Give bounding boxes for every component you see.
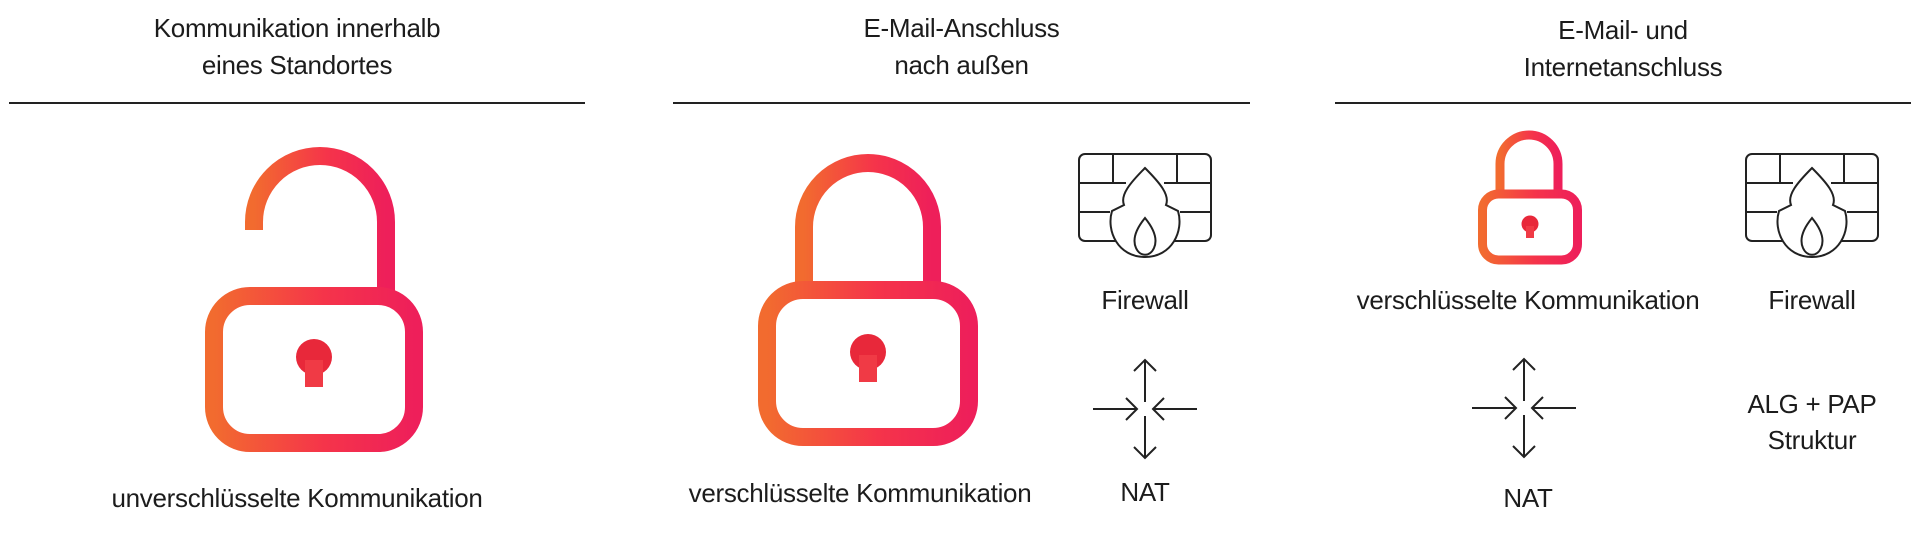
column-1-divider (9, 102, 585, 104)
nat-arrows-icon (1472, 357, 1576, 459)
title-line-1: E-Mail-Anschluss (863, 13, 1060, 43)
firewall-icon (1745, 153, 1879, 259)
column-2-divider (673, 102, 1250, 104)
label-encrypted-communication: verschlüsselte Kommunikation (1356, 285, 1700, 315)
title-line-1: Kommunikation innerhalb (153, 13, 441, 43)
title-line-2: Internetanschluss (1523, 52, 1723, 82)
label-firewall: Firewall (1101, 285, 1189, 315)
column-3-title: E-Mail- und Internetanschluss (1335, 12, 1911, 86)
column-1-title: Kommunikation innerhalb eines Standortes (9, 10, 585, 84)
label-line-1: ALG + PAP (1747, 389, 1877, 419)
label-firewall: Firewall (1768, 285, 1856, 315)
label-line-2: Struktur (1767, 425, 1857, 455)
unlocked-padlock-icon (205, 147, 423, 452)
label-encrypted-communication: verschlüsselte Kommunikation (688, 478, 1032, 508)
locked-padlock-icon (1478, 130, 1582, 265)
column-2-title: E-Mail-Anschluss nach außen (673, 10, 1250, 84)
title-line-2: eines Standortes (201, 50, 393, 80)
column-3-divider (1335, 102, 1911, 104)
title-line-1: E-Mail- und (1558, 15, 1688, 45)
label-alg-pap-structure: ALG + PAP Struktur (1747, 386, 1876, 458)
title-line-2: nach außen (894, 50, 1029, 80)
firewall-icon (1078, 153, 1212, 259)
nat-arrows-icon (1093, 358, 1197, 460)
locked-padlock-icon (758, 154, 978, 446)
label-unencrypted-communication: unverschlüsselte Kommunikation (111, 483, 483, 513)
label-nat: NAT (1503, 483, 1553, 513)
label-nat: NAT (1120, 477, 1170, 507)
